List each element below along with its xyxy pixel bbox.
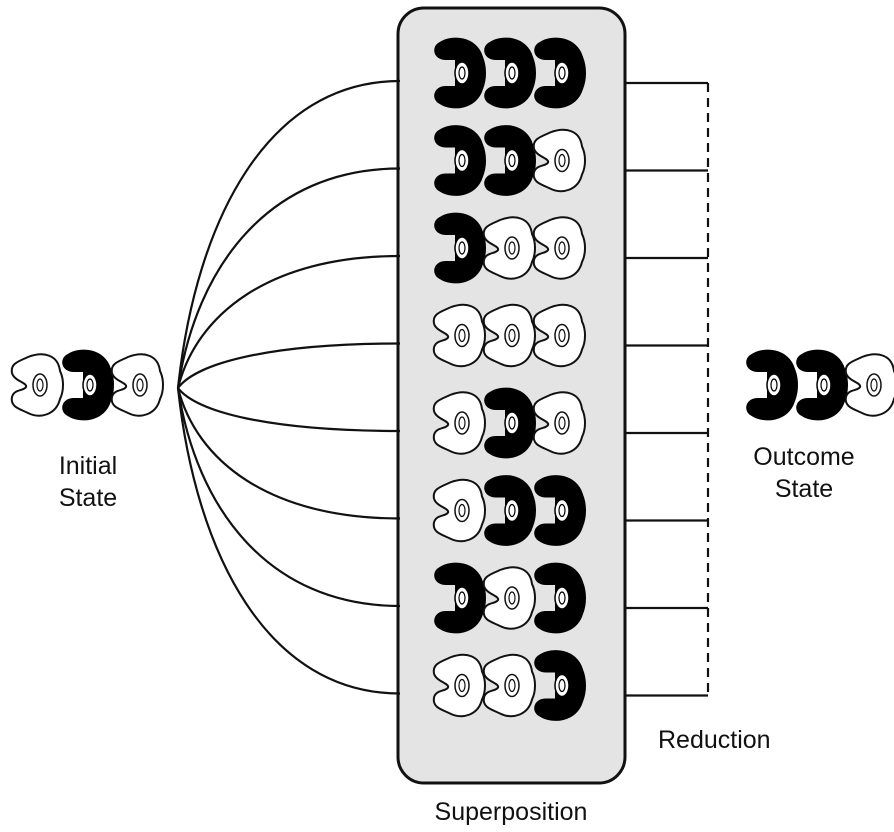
superposition-row [434,125,586,196]
superposition-row [434,562,586,634]
tubulin-dimer-icon [534,37,586,109]
tubulin-dimer-icon [746,349,798,421]
branch-line [176,254,401,389]
branch-line [177,342,401,389]
tubulin-dimer-icon [534,562,586,634]
tubulin-dimer-icon [482,653,536,718]
tubulin-dimer-icon [10,353,64,417]
tubulin-dimer-icon [482,566,536,630]
superposition-row [434,212,586,284]
outcome-state-label-line1: Outcome [753,443,854,471]
branch-line [176,387,401,695]
superposition-row [432,475,586,546]
tubulin-dimer-icon [62,349,114,421]
superposition-row [434,37,586,109]
tubulin-dimer-icon [844,353,894,417]
initial-state-label-line2: State [59,484,117,512]
tubulin-dimer-icon [484,475,536,546]
tubulin-dimer-icon [796,349,848,421]
tubulin-dimer-icon [532,128,586,193]
tubulin-dimer-icon [532,391,586,455]
tubulin-dimer-icon [434,37,486,109]
tubulin-dimer-icon [432,653,486,718]
initial-state-label-line1: Initial [59,452,117,480]
tubulin-dimer-icon [432,303,486,368]
superposition-row [432,387,586,459]
branch-line [176,387,401,520]
branch-lines [176,79,401,695]
tubulin-dimer-icon [110,353,164,417]
branch-line [176,167,401,389]
tubulin-dimer-icon [484,125,536,196]
tubulin-dimer-icon [484,387,536,459]
reduction-label: Reduction [658,726,771,754]
tubulin-dimer-icon [432,391,486,455]
reduction-lines [625,81,710,697]
tubulin-dimer-icon [484,37,536,109]
outcome-state-tubulins [746,349,894,421]
branch-line [176,79,401,389]
superposition-states [432,37,586,721]
initial-state-tubulins [10,349,164,421]
tubulin-dimer-icon [532,303,586,368]
tubulin-dimer-icon [432,478,486,543]
branch-line [177,387,401,433]
tubulin-dimer-icon [482,303,536,368]
tubulin-dimer-icon [532,216,586,280]
tubulin-dimer-icon [434,212,486,284]
outcome-state-label-line2: State [775,475,833,503]
superposition-label: Superposition [435,798,588,826]
superposition-row [432,303,586,368]
tubulin-dimer-icon [482,216,536,280]
superposition-row [432,650,586,721]
tubulin-dimer-icon [434,125,486,196]
branch-line [176,387,401,608]
tubulin-dimer-icon [534,650,586,721]
tubulin-dimer-icon [434,562,486,634]
tubulin-dimer-icon [534,475,586,546]
